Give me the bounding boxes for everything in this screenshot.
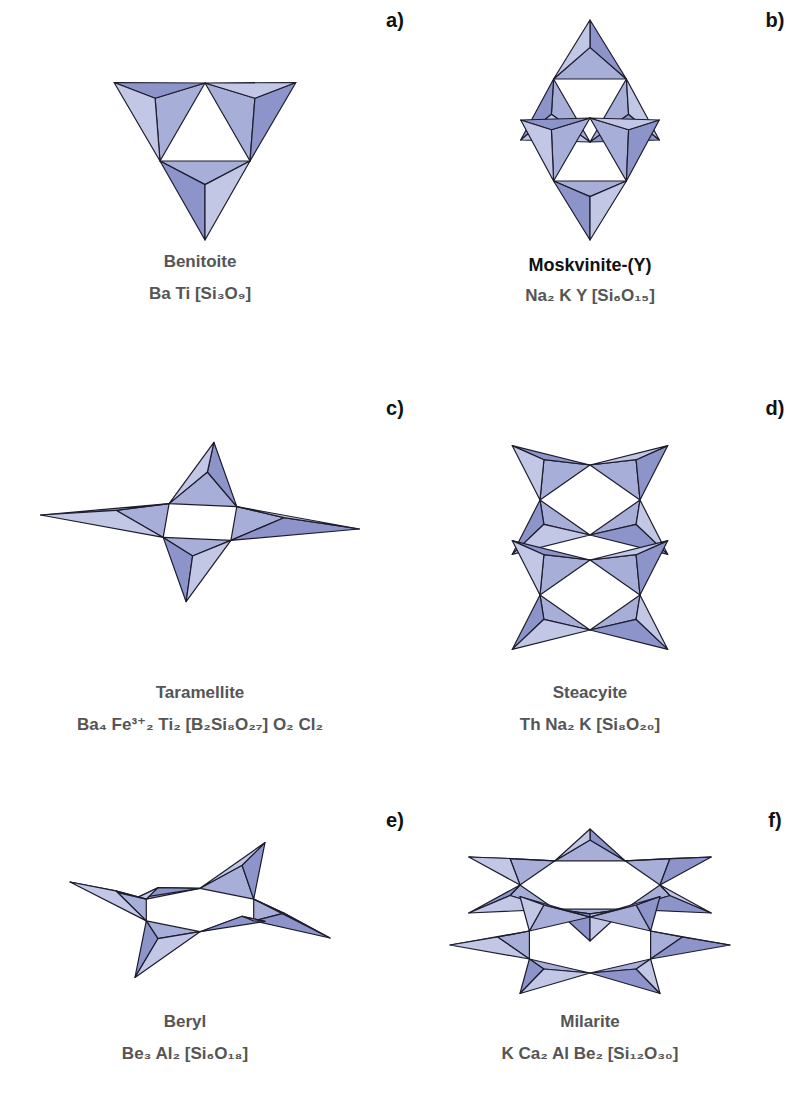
sio4-tetrahedron: [590, 595, 668, 649]
panel-letter: b): [766, 8, 785, 32]
chemical-formula: Na₂ K Y [Si₆O₁₅]: [525, 286, 655, 306]
tetrahedron-face: [660, 857, 711, 885]
chemical-formula: Be₃ Al₂ [Si₆O₁₈]: [122, 1044, 248, 1064]
tetrahedron-face: [169, 442, 214, 503]
tetrahedron-face: [590, 541, 668, 560]
tetrahedron-face: [231, 518, 360, 541]
tetrahedron-face: [590, 829, 625, 861]
tetrahedron-face: [651, 937, 730, 959]
panel-letter: e): [386, 808, 404, 832]
tetrahedron-face: [135, 888, 200, 899]
tetrahedron-face: [636, 897, 660, 932]
sio4-tetrahedron: [520, 959, 590, 994]
tetrahedron-face: [186, 540, 231, 601]
sio4-tetrahedron: [254, 899, 330, 938]
tetrahedron-face: [651, 931, 730, 945]
tetrahedron-face: [625, 857, 711, 861]
tetrahedron-face: [135, 932, 200, 978]
tetrahedron-face: [450, 937, 529, 959]
sio4-tetrahedron: [512, 541, 590, 595]
tetrahedron-face: [554, 181, 590, 240]
tetrahedron-face: [469, 857, 520, 885]
tetrahedron-face: [590, 181, 626, 240]
chemical-formula: Th Na₂ K [Si₈O₂₀]: [520, 715, 660, 735]
sio4-tetrahedron: [41, 504, 170, 538]
sio4-tetrahedron: [163, 537, 231, 601]
tetrahedron-face: [205, 161, 250, 240]
tetrahedron-face: [205, 83, 296, 99]
sio4-tetrahedron: [590, 541, 668, 595]
tetrahedron-face: [660, 885, 711, 913]
sio4-tetrahedron: [70, 882, 146, 921]
sio4-tetrahedron: [554, 181, 627, 240]
tetrahedron-face: [200, 843, 265, 889]
tetrahedron-face: [237, 507, 360, 529]
sio4-tetrahedron: [590, 897, 660, 932]
sio4-tetrahedron: [200, 916, 265, 931]
sio4-tetrahedron: [651, 931, 730, 959]
tetrahedron-face: [636, 959, 660, 994]
mineral-name: Milarite: [560, 1012, 620, 1032]
chemical-formula: Ba₄ Fe³⁺₂ Ti₂ [B₂Si₈O₂₇] O₂ Cl₂: [77, 715, 323, 735]
tetrahedron-face: [160, 161, 205, 240]
tetrahedron-face: [555, 829, 590, 861]
sio4-tetrahedron: [590, 959, 660, 994]
sio4-tetrahedron: [469, 857, 555, 885]
panel-letter: d): [766, 396, 785, 420]
sio4-tetrahedron: [512, 595, 590, 649]
tetrahedron-face: [512, 541, 544, 595]
chemical-formula: Ba Ti [Si₃O₉]: [149, 284, 251, 304]
mineral-name: Benitoite: [164, 252, 237, 272]
sio4-tetrahedron: [114, 83, 205, 162]
sio4-tetrahedron: [200, 843, 265, 900]
tetrahedron-face: [200, 916, 265, 931]
tetrahedron-face: [70, 882, 146, 921]
sio4-tetrahedron: [520, 897, 590, 932]
mineral-name: Steacyite: [553, 683, 628, 703]
tetrahedron-face: [520, 897, 544, 932]
mineral-name: Moskvinite-(Y): [528, 255, 651, 277]
tetrahedron-face: [590, 446, 668, 465]
tetrahedron-face: [512, 619, 590, 649]
tetrahedron-face: [554, 20, 590, 79]
mineral-name: Beryl: [164, 1012, 207, 1032]
sio4-tetrahedron: [160, 161, 250, 240]
tetrahedron-face: [512, 446, 544, 500]
tetrahedron-face: [540, 555, 590, 595]
tetrahedron-face: [114, 83, 160, 162]
chemical-formula: K Ca₂ Al Be₂ [Si₁₂O₃₀]: [502, 1044, 679, 1064]
tetrahedron-face: [520, 969, 590, 994]
tetrahedron-face: [242, 916, 265, 921]
tetrahedron-face: [254, 899, 330, 938]
sio4-tetrahedron: [590, 118, 659, 181]
tetrahedron-face: [41, 510, 164, 537]
panel-letter: c): [386, 396, 404, 420]
panel-letter: f): [768, 808, 781, 832]
sio4-tetrahedron: [169, 442, 237, 506]
tetrahedron-face: [590, 118, 659, 130]
sio4-tetrahedron: [450, 931, 529, 959]
sio4-tetrahedron: [135, 921, 200, 978]
sio4-tetrahedron: [590, 446, 668, 500]
panel-letter: a): [386, 8, 404, 32]
sio4-tetrahedron: [625, 857, 711, 885]
tetrahedron-face: [636, 595, 668, 649]
tetrahedron-face: [590, 897, 660, 918]
sio4-tetrahedron: [231, 507, 360, 541]
sio4-tetrahedron: [555, 829, 625, 861]
sio4-tetrahedron: [512, 446, 590, 500]
tetrahedron-face: [590, 20, 626, 79]
sio4-tetrahedron: [205, 83, 296, 162]
sio4-tetrahedron: [135, 888, 200, 899]
tetrahedron-face: [521, 120, 554, 181]
tetrahedron-face: [590, 460, 640, 500]
sio4-tetrahedron: [521, 118, 590, 181]
sio4-tetrahedron: [554, 20, 627, 79]
tetrahedron-face: [590, 555, 640, 595]
mineral-name: Taramellite: [156, 683, 245, 703]
tetrahedron-face: [540, 460, 590, 500]
